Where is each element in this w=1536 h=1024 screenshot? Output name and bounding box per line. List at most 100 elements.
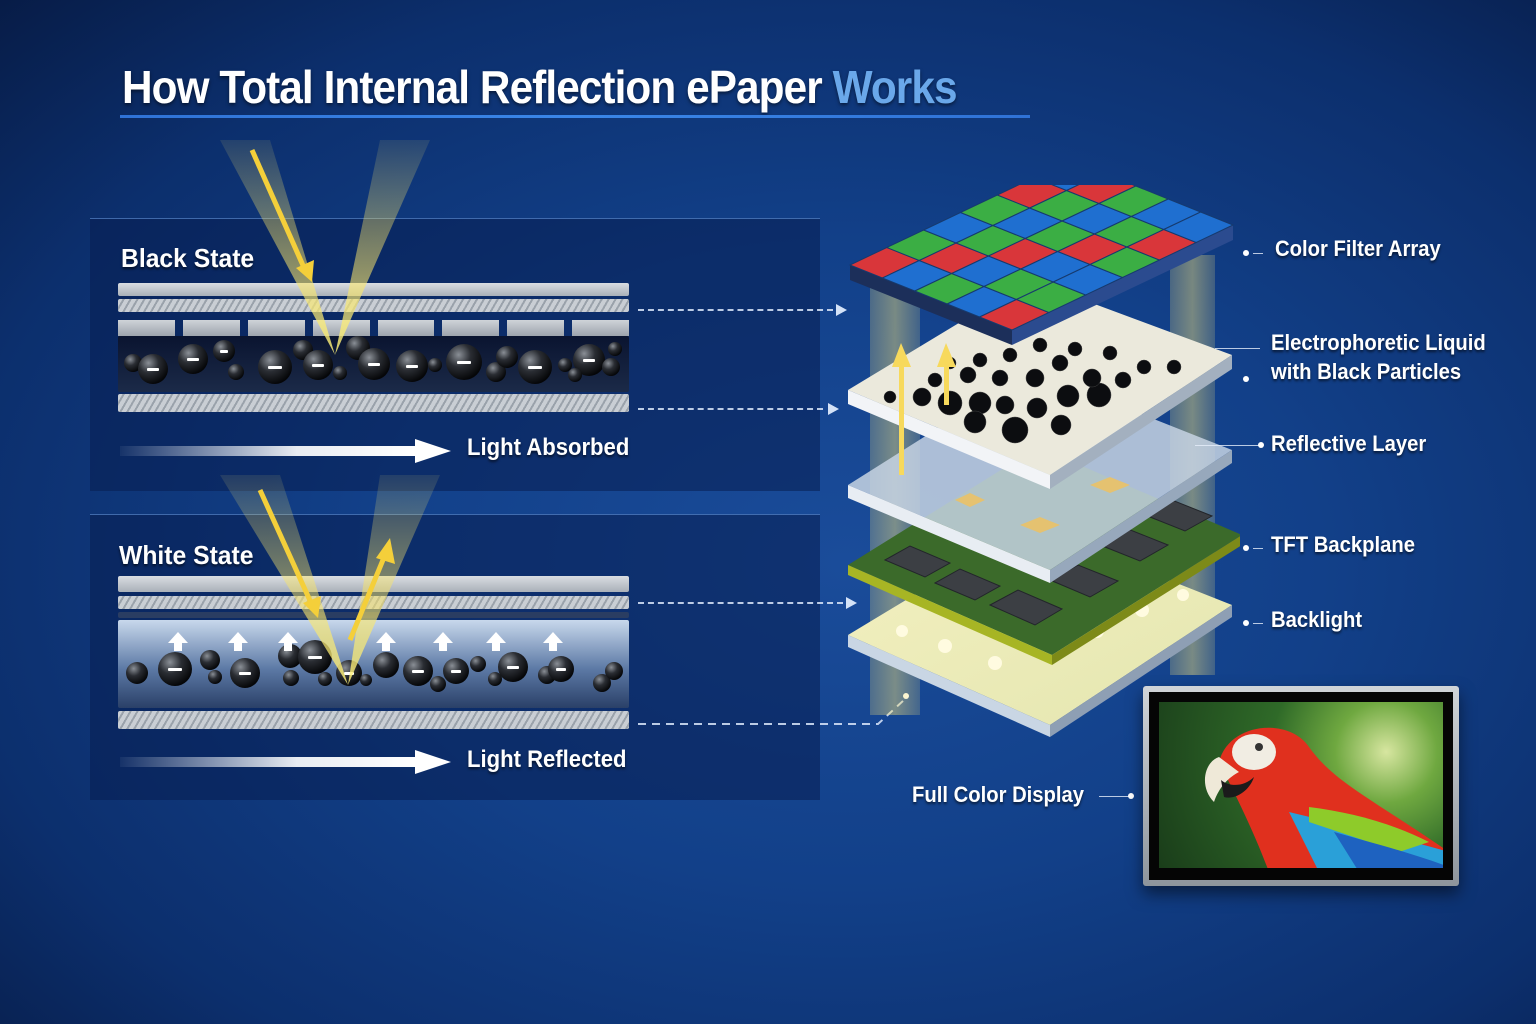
negative-charge-icon	[147, 368, 159, 372]
black-particle	[968, 391, 992, 415]
leader-dot	[1243, 545, 1249, 551]
incident-arrow-head	[303, 596, 321, 618]
negative-charge-icon	[168, 667, 182, 671]
incident-ray	[249, 148, 308, 272]
black-particle	[228, 364, 244, 380]
black-top-glass	[118, 283, 629, 296]
black-particle	[318, 672, 332, 686]
black-particle	[158, 652, 192, 686]
white-particle-layer	[118, 620, 629, 708]
leader-line	[1253, 253, 1263, 254]
black-particle	[1067, 341, 1083, 357]
black-particle	[972, 352, 988, 368]
black-particle	[602, 358, 620, 376]
negative-charge-icon	[239, 672, 251, 676]
black-particle	[959, 366, 977, 384]
black-particle	[446, 344, 482, 380]
incident-ray	[257, 488, 315, 607]
black-particle	[1051, 354, 1069, 372]
black-particle	[488, 672, 502, 686]
label-backlight: Backlight	[1271, 607, 1363, 632]
label-line-2: with Black Particles	[1271, 359, 1462, 384]
negative-charge-icon	[308, 655, 322, 659]
reflected-beam	[348, 475, 440, 685]
black-particle-layer	[118, 336, 629, 392]
parrot-illustration	[1204, 727, 1443, 868]
black-particle	[558, 358, 572, 372]
label-color-filter-array: Color Filter Array	[1275, 236, 1441, 261]
up-arrow-icon	[228, 632, 248, 651]
negative-charge-icon	[405, 365, 419, 369]
black-particle	[138, 354, 168, 384]
black-particle	[991, 369, 1009, 387]
label-tft-backplane: TFT Backplane	[1271, 532, 1415, 557]
leader-dot	[1243, 376, 1249, 382]
black-particle	[428, 358, 442, 372]
negative-charge-icon	[219, 350, 229, 354]
black-particle	[358, 348, 390, 380]
leader-dot	[1128, 793, 1134, 799]
black-particle	[496, 346, 518, 368]
negative-charge-icon	[507, 666, 519, 670]
black-particle	[995, 395, 1015, 415]
light-reflected-label: Light Reflected	[467, 746, 627, 773]
black-particle	[1082, 368, 1102, 388]
white-bottom-electrode	[118, 711, 629, 729]
connector-dash	[638, 408, 823, 410]
black-particle	[605, 662, 623, 680]
black-particle	[486, 362, 506, 382]
black-electrode-layer	[118, 299, 629, 312]
connector-arrow-icon	[828, 403, 839, 415]
black-bottom-electrode	[118, 394, 629, 412]
up-arrow-icon	[168, 632, 188, 651]
black-particle	[912, 387, 932, 407]
reflected-flow-arrow	[120, 757, 415, 767]
up-arrow-icon	[543, 632, 563, 651]
black-particle	[213, 340, 235, 362]
light-absorbed-label: Light Absorbed	[467, 434, 630, 461]
black-particle	[1001, 416, 1029, 444]
negative-charge-icon	[528, 365, 542, 369]
black-particle	[1136, 359, 1152, 375]
black-particle	[1050, 414, 1072, 436]
page-title: How Total Internal Reflection ePaper Wor…	[122, 60, 958, 114]
up-arrow-icon	[376, 632, 396, 651]
black-particle	[568, 368, 582, 382]
black-particle	[1002, 347, 1018, 363]
black-particle	[443, 658, 469, 684]
black-particle	[303, 350, 333, 380]
label-full-color-display: Full Color Display	[912, 782, 1085, 807]
leader-line	[1253, 548, 1263, 549]
ray-arrow-head	[296, 260, 314, 282]
negative-charge-icon	[555, 668, 567, 672]
leader-line	[1215, 348, 1260, 349]
black-particle	[608, 342, 622, 356]
black-particle	[430, 676, 446, 692]
black-particle	[283, 670, 299, 686]
electrophoretic-liquid-plate	[848, 280, 1232, 489]
black-particle	[126, 662, 148, 684]
black-particle	[548, 656, 574, 682]
black-particle	[518, 350, 552, 384]
label-line-1: Electrophoretic Liquid	[1271, 330, 1486, 355]
reflected-arrow-head-icon	[415, 750, 451, 774]
negative-charge-icon	[187, 358, 199, 362]
reflected-arrow-head	[376, 538, 395, 564]
black-particle	[498, 652, 528, 682]
full-color-display-monitor	[1143, 686, 1459, 886]
black-particle	[1102, 345, 1118, 361]
color-filter-cell	[1051, 185, 1080, 192]
absorbed-flow-arrow	[120, 446, 415, 456]
up-arrow-icon	[486, 632, 506, 651]
black-particle	[373, 652, 399, 678]
label-electrophoretic-liquid: Electrophoretic Liquid with Black Partic…	[1271, 328, 1486, 386]
absorbed-arrow-head-icon	[415, 439, 451, 463]
black-particle	[937, 390, 963, 416]
leader-line	[1099, 796, 1129, 797]
connector-arrow-icon	[836, 304, 847, 316]
negative-charge-icon	[582, 359, 596, 363]
parrot-image	[1159, 702, 1443, 868]
white-state-label: White State	[119, 540, 254, 570]
black-light-beam	[220, 140, 430, 355]
black-particle	[396, 350, 428, 382]
